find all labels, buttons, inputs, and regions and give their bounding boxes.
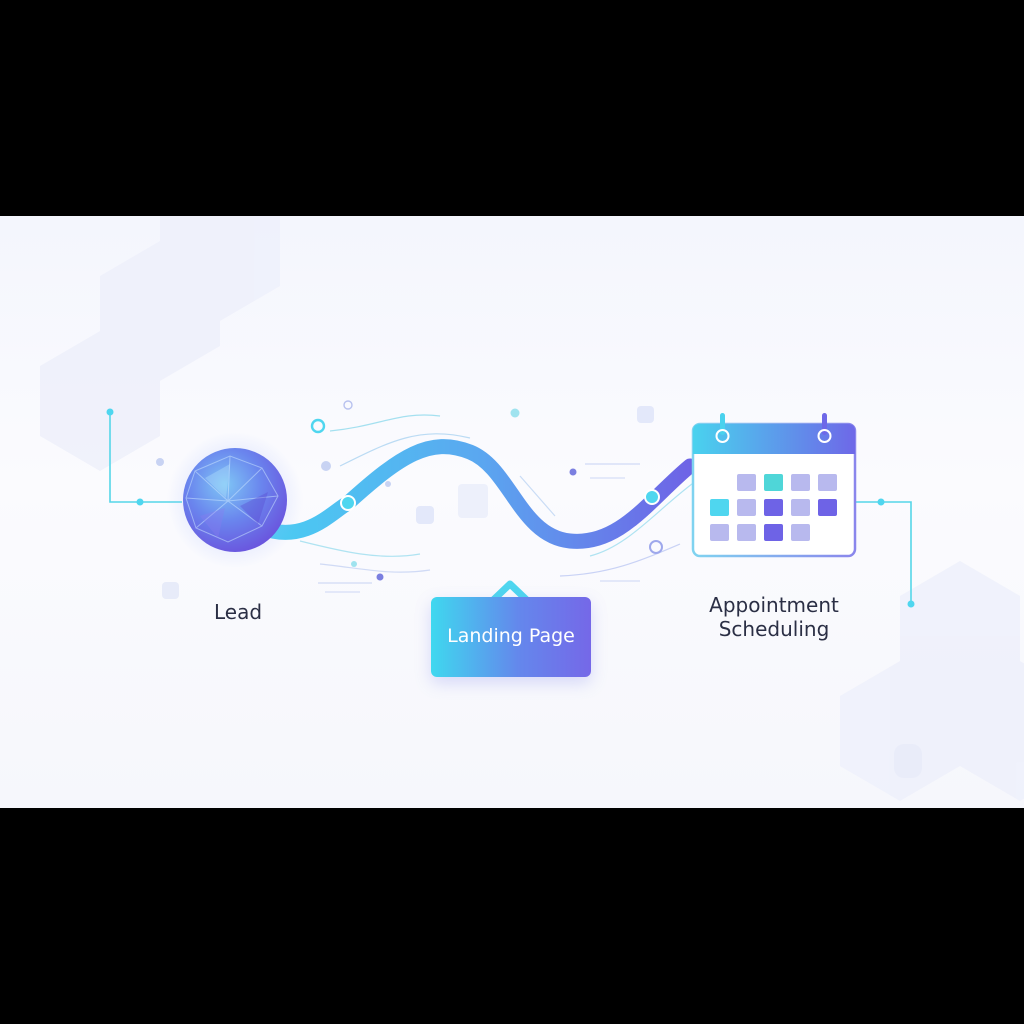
landing-page-label: Landing Page [447,625,575,647]
flow-diagram [40,216,1024,801]
circuit-node [106,408,114,416]
calendar-icon [691,413,857,558]
circuit-node [907,600,915,608]
wave-node [340,495,356,511]
appointment-scheduling-label: Appointment Scheduling [709,593,839,641]
calendar-grid [710,474,837,541]
diagram-panel: Lead Landing Page Appointment Scheduling [0,216,1024,808]
lead-label: Lead [213,600,263,624]
wave-node [644,489,660,505]
flow-wave [254,439,698,549]
background-hexagons [40,216,1024,801]
decorative-dots [156,400,922,778]
flow-lines [299,414,701,593]
circuit-lines [109,412,912,604]
circuit-node [136,498,144,506]
circuit-node [877,498,885,506]
globe-icon [167,432,303,568]
landing-page-card: Landing Page [431,597,591,677]
